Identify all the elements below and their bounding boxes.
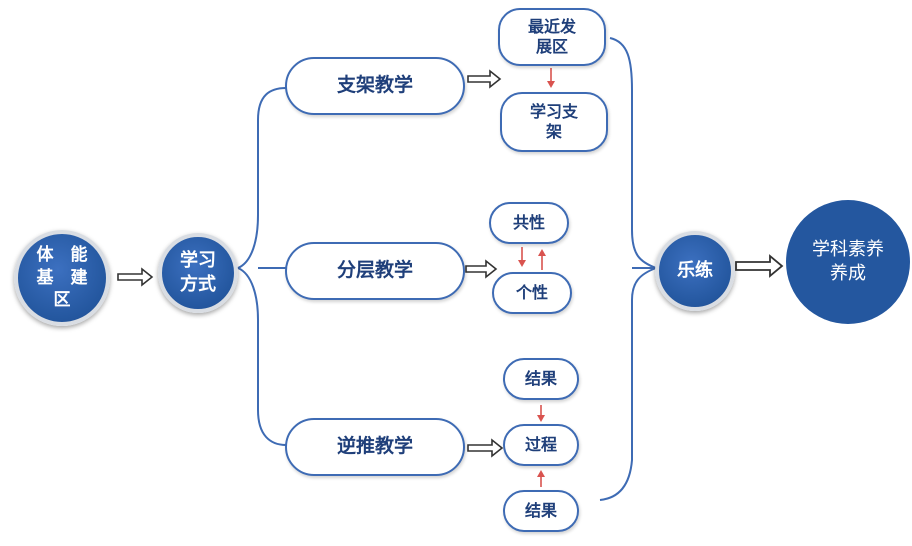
- node-xuexi-zhijia: 学习支 架: [500, 92, 608, 152]
- node-xueke-suyang: 学科素养 养成: [786, 200, 910, 324]
- hollow-arrow-3: [465, 259, 498, 279]
- node-jieguo-top: 结果: [503, 358, 579, 400]
- node-fenceng-jiaoxue: 分层教学: [285, 242, 465, 300]
- node-jieguo-bottom: 结果: [503, 490, 579, 532]
- hollow-arrow-4: [467, 438, 504, 458]
- brace-to-lelian: [599, 37, 657, 501]
- node-guocheng: 过程: [503, 424, 579, 466]
- node-zuijin-fazhanqu: 最近发 展区: [498, 8, 606, 66]
- node-zhijia-jiaoxue: 支架教学: [285, 57, 465, 115]
- node-tineng-jijian-qu: 体 能 基 建 区: [14, 230, 110, 326]
- hollow-arrow-1: [117, 267, 154, 287]
- node-nitui-jiaoxue: 逆推教学: [285, 418, 465, 476]
- node-gongxing: 共性: [489, 202, 569, 244]
- node-gexing: 个性: [492, 272, 572, 314]
- node-lelian: 乐练: [655, 231, 735, 311]
- hollow-arrow-5: [735, 254, 784, 278]
- node-xuexi-fangshi: 学习 方式: [158, 233, 238, 313]
- hollow-arrow-2: [467, 69, 502, 89]
- brace-to-methods: [237, 87, 287, 446]
